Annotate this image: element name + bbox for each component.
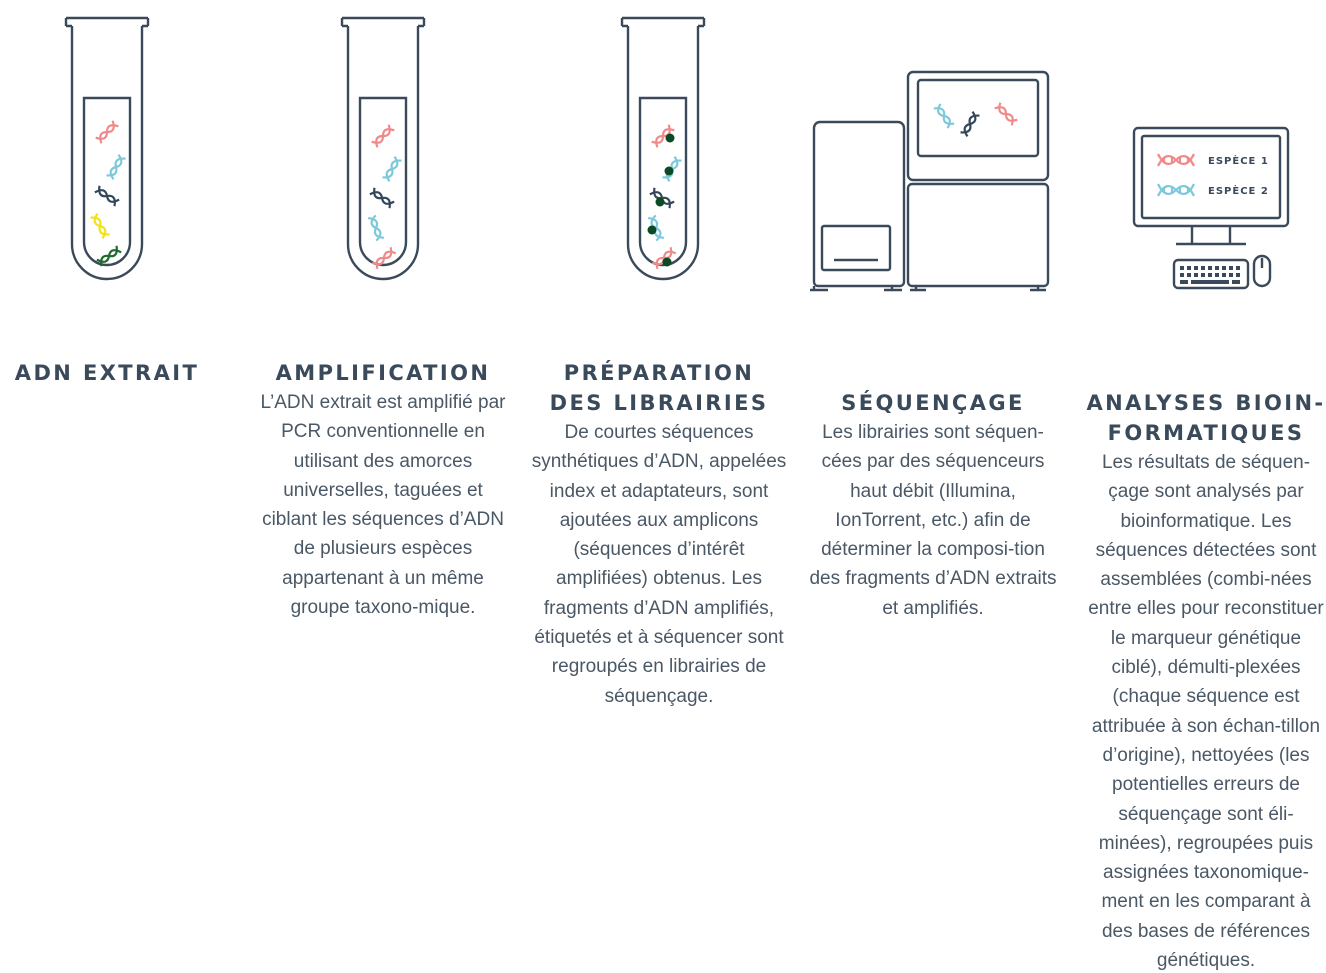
dna-strand-dark xyxy=(94,185,120,207)
index-tag-markers xyxy=(647,133,675,267)
step-title: SÉQUENÇAGE xyxy=(841,391,1025,415)
step-bioinformatics-analysis: ANALYSES BIOIN-FORMATIQUES Les résultats… xyxy=(1086,388,1326,973)
step-title: ANALYSES BIOIN-FORMATIQUES xyxy=(1086,391,1326,445)
step-library-preparation: PRÉPARATION DES LIBRAIRIES De courtes sé… xyxy=(530,358,788,711)
dna-strand-pink xyxy=(95,120,119,144)
species-2-label: ESPÈCE 2 xyxy=(1208,184,1269,197)
species-1-dna-icon xyxy=(1157,153,1195,167)
step-extracted-dna: ADN EXTRAIT xyxy=(2,358,212,388)
step-title: AMPLIFICATION xyxy=(275,361,491,385)
step-title: ADN EXTRAIT xyxy=(14,361,200,385)
dna-strand-green xyxy=(96,245,122,267)
keyboard-keys xyxy=(1180,266,1240,284)
step-description: Les librairies sont séquen-cées par des … xyxy=(809,422,1057,619)
step-description: L’ADN extrait est amplifié par PCR conve… xyxy=(260,392,506,619)
test-tube-tagged-dna-icon xyxy=(620,16,706,281)
step-description: Les résultats de séquen-çage sont analys… xyxy=(1088,452,1324,972)
step-amplification: AMPLIFICATION L’ADN extrait est amplifié… xyxy=(258,358,508,622)
dna-strand-yellow xyxy=(90,213,110,239)
test-tube-dna-icon xyxy=(64,16,150,281)
species-1-label: ESPÈCE 1 xyxy=(1208,154,1269,167)
computer-monitor-icon: ESPÈCE 1 ESPÈCE 2 xyxy=(1132,126,1290,290)
sequencer-machine-icon xyxy=(810,70,1050,292)
screen-dna-strands xyxy=(933,102,1018,137)
species-2-dna-icon xyxy=(1157,183,1195,197)
step-sequencing: SÉQUENÇAGE Les librairies sont séquen-cé… xyxy=(808,388,1058,623)
test-tube-amplified-dna-icon xyxy=(340,16,426,281)
dna-strand-blue xyxy=(106,154,126,180)
step-title: PRÉPARATION DES LIBRAIRIES xyxy=(549,361,769,415)
step-description: De courtes séquences synthétiques d’ADN,… xyxy=(531,422,787,707)
